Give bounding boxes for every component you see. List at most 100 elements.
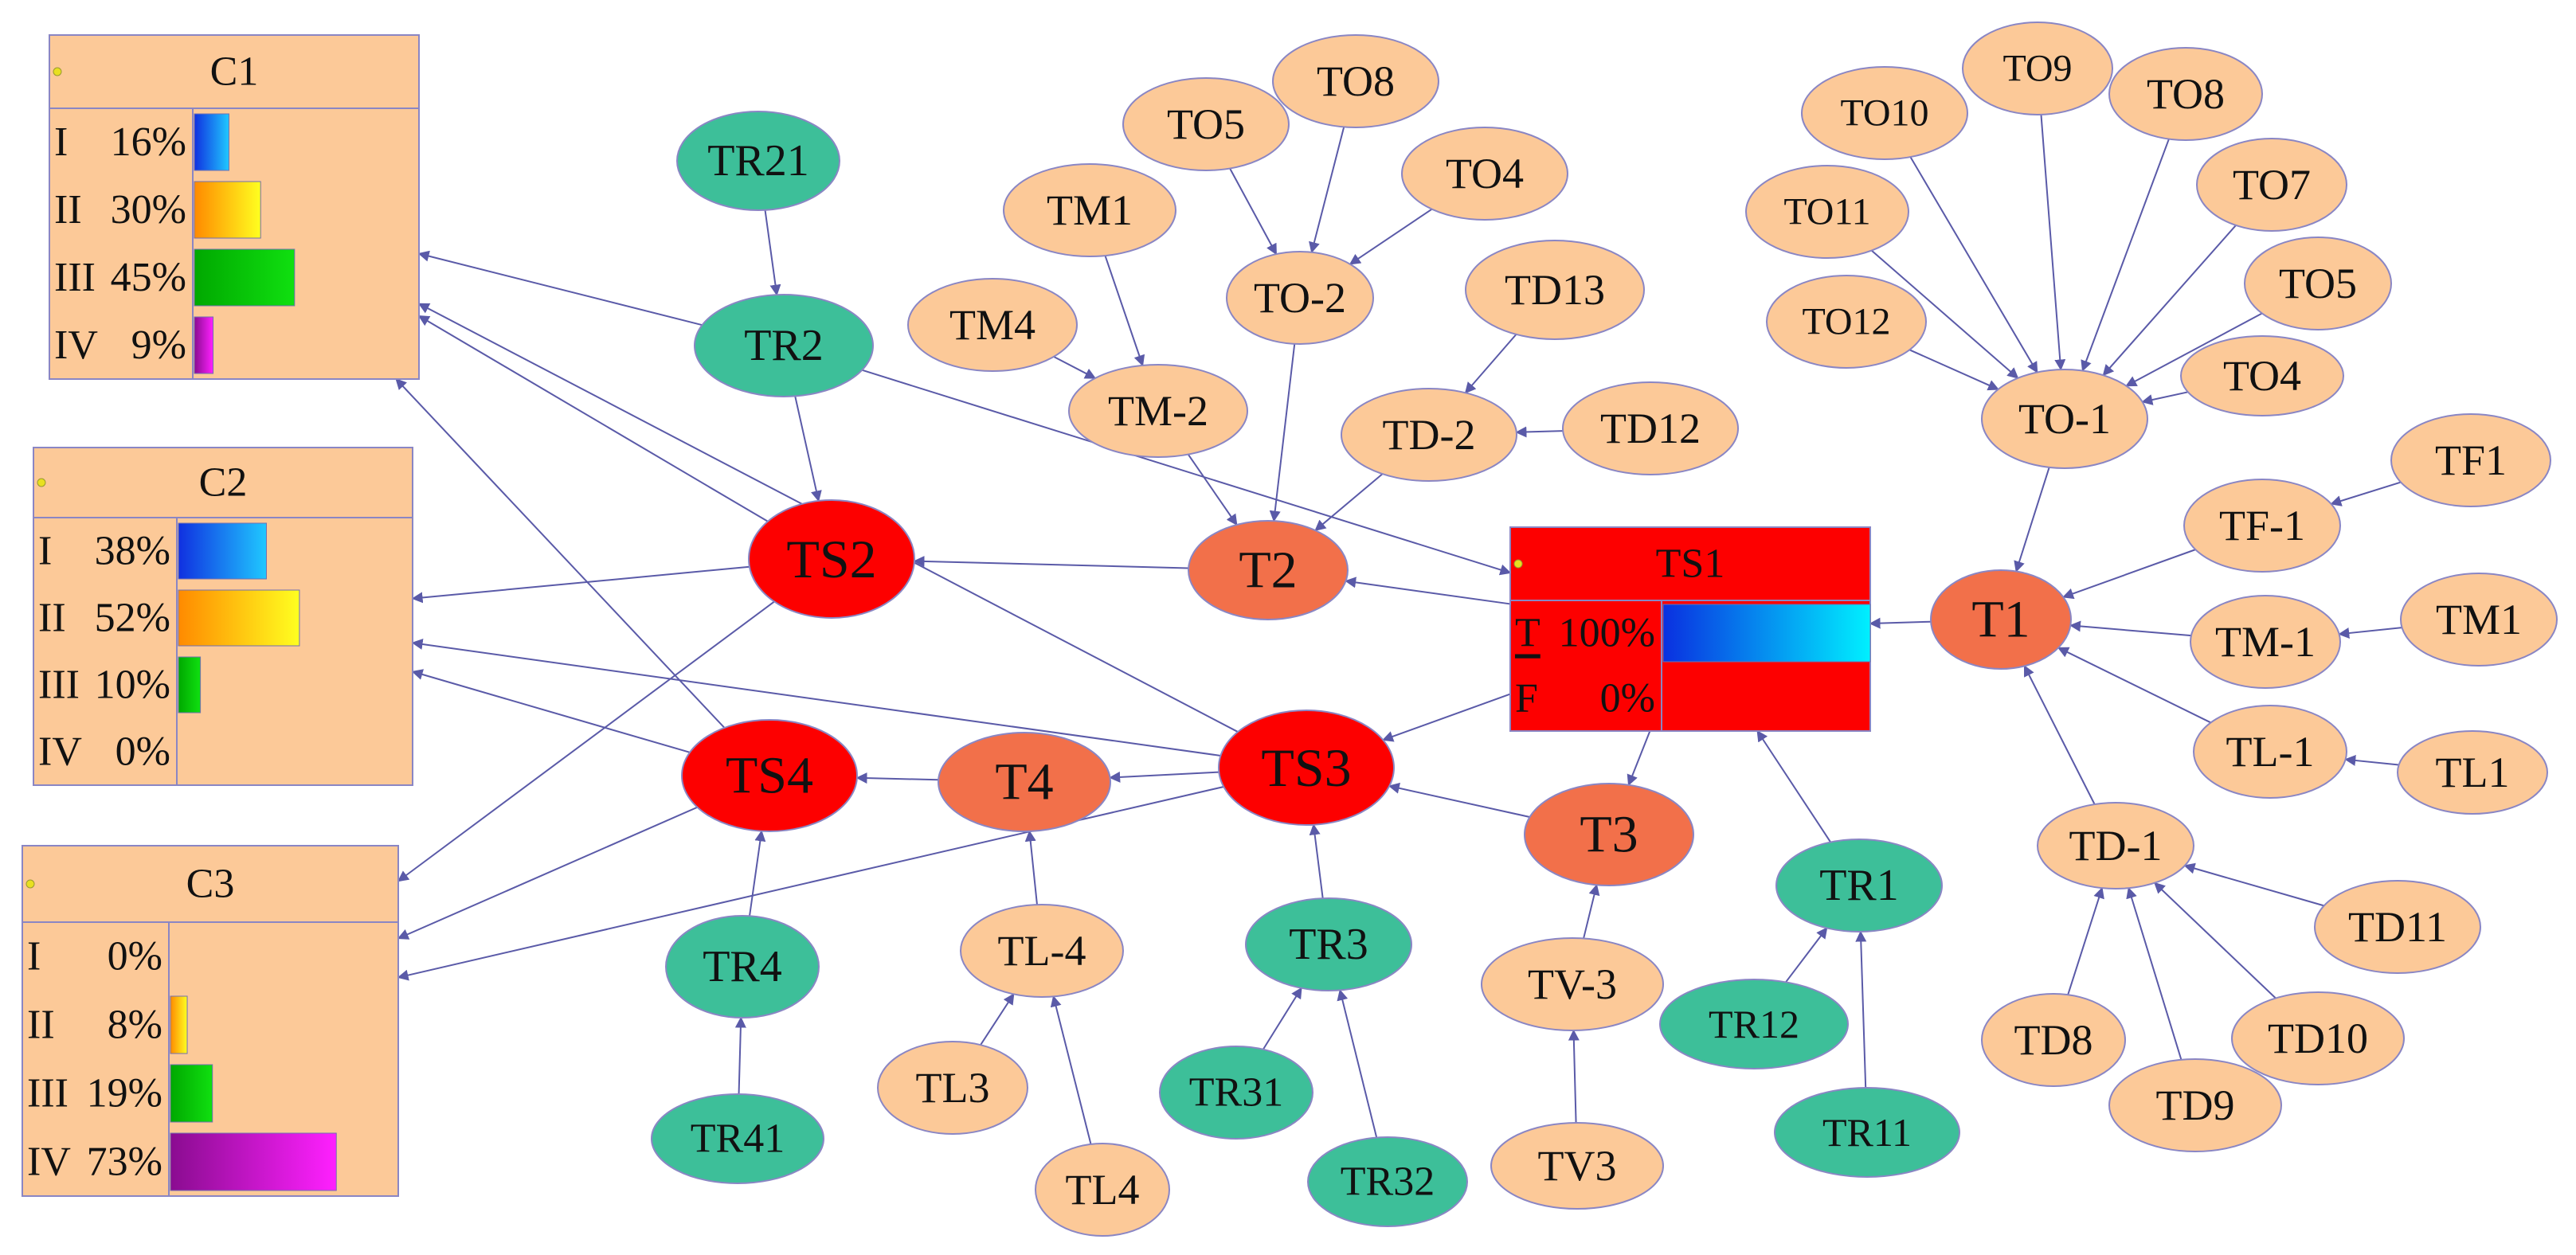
- node-tr41[interactable]: TR41: [651, 1093, 824, 1184]
- node-tl-1[interactable]: TL-1: [2193, 705, 2347, 799]
- node-tr4[interactable]: TR4: [665, 915, 820, 1018]
- node-to4b[interactable]: TO4: [2180, 335, 2344, 416]
- node-td-1[interactable]: TD-1: [2037, 802, 2194, 889]
- node-tr31[interactable]: TR31: [1159, 1046, 1313, 1140]
- probability-bar: [194, 181, 261, 239]
- box-handle-icon: [25, 879, 35, 889]
- node-shape: [1930, 569, 2072, 670]
- node-shape: [1218, 710, 1395, 826]
- node-shape: [676, 111, 840, 211]
- node-td8[interactable]: TD8: [1981, 993, 2126, 1087]
- node-tm-2[interactable]: TM-2: [1068, 364, 1248, 458]
- node-shape: [1401, 127, 1568, 221]
- node-td9[interactable]: TD9: [2108, 1058, 2282, 1152]
- node-label: T2: [1239, 541, 1297, 600]
- node-to4a[interactable]: TO4: [1401, 127, 1568, 221]
- node-label: TV-3: [1528, 960, 1617, 1008]
- node-shape: [907, 278, 1078, 372]
- node-to12[interactable]: TO12: [1766, 275, 1927, 369]
- probability-bar: [170, 995, 188, 1054]
- node-ts3[interactable]: TS3: [1218, 710, 1395, 826]
- node-label: TL-1: [2226, 728, 2315, 776]
- edge-to9-to-to-1: [2040, 114, 2066, 371]
- node-t3[interactable]: T3: [1524, 783, 1694, 886]
- node-td13[interactable]: TD13: [1465, 240, 1645, 340]
- node-to10[interactable]: TO10: [1801, 66, 1968, 160]
- state-percent: 0%: [108, 934, 162, 979]
- node-td11[interactable]: TD11: [2314, 880, 2481, 974]
- node-to-1[interactable]: TO-1: [1981, 369, 2148, 469]
- node-tf1[interactable]: TF1: [2390, 413, 2551, 507]
- node-tv-3[interactable]: TV-3: [1481, 937, 1664, 1031]
- node-td12[interactable]: TD12: [1562, 381, 1739, 475]
- node-to5a[interactable]: TO5: [1122, 77, 1290, 171]
- node-tm1a[interactable]: TM1: [1003, 163, 1176, 257]
- node-to5b[interactable]: TO5: [2244, 237, 2392, 330]
- state-label: IV: [27, 1140, 71, 1185]
- node-tl1[interactable]: TL1: [2397, 730, 2548, 815]
- edge-ts4-to-c2: [411, 669, 691, 753]
- node-tv3[interactable]: TV3: [1490, 1122, 1664, 1210]
- state-percent: 45%: [111, 255, 186, 300]
- node-label: T1: [1971, 591, 2030, 649]
- node-tr21[interactable]: TR21: [676, 111, 840, 211]
- node-to9[interactable]: TO9: [1962, 22, 2113, 115]
- node-label: T4: [995, 753, 1053, 811]
- node-shape: [1003, 163, 1176, 257]
- node-tm1b[interactable]: TM1: [2400, 573, 2558, 667]
- node-tm-1[interactable]: TM-1: [2190, 595, 2341, 689]
- node-tr1[interactable]: TR1: [1775, 839, 1943, 932]
- node-shape: [1774, 1087, 1960, 1178]
- node-tl-4[interactable]: TL-4: [960, 904, 1124, 998]
- state-label: I: [54, 119, 68, 165]
- node-label: T3: [1580, 806, 1638, 864]
- node-t4[interactable]: T4: [938, 732, 1111, 832]
- node-tr12[interactable]: TR12: [1659, 979, 1849, 1069]
- node-to8b[interactable]: TO8: [2108, 47, 2263, 141]
- state-label: III: [27, 1071, 69, 1116]
- node-t1[interactable]: T1: [1930, 569, 2072, 670]
- node-label: TD8: [2014, 1016, 2093, 1064]
- edge-td-2-to-t2: [1314, 473, 1384, 531]
- node-tr3[interactable]: TR3: [1245, 897, 1412, 991]
- node-to7[interactable]: TO7: [2196, 138, 2347, 232]
- node-label: TR3: [1289, 920, 1368, 969]
- node-tl3[interactable]: TL3: [877, 1041, 1028, 1135]
- node-label: TO-1: [2018, 395, 2111, 443]
- node-label: TM4: [949, 301, 1035, 349]
- node-to-2[interactable]: TO-2: [1226, 251, 1374, 345]
- edge-tf-1-to-t1: [2062, 549, 2196, 600]
- node-label: TM1: [2436, 596, 2522, 643]
- node-t2[interactable]: T2: [1188, 520, 1349, 620]
- node-to8a[interactable]: TO8: [1272, 34, 1439, 128]
- node-label: TF-1: [2219, 502, 2305, 549]
- node-tr11[interactable]: TR11: [1774, 1087, 1960, 1178]
- node-tr32[interactable]: TR32: [1307, 1136, 1468, 1227]
- edge-tm4-to-tm-2: [1053, 356, 1097, 379]
- node-ts4[interactable]: TS4: [681, 719, 858, 832]
- node-td-2[interactable]: TD-2: [1341, 388, 1517, 482]
- state-percent: 100%: [1559, 611, 1655, 656]
- node-td10[interactable]: TD10: [2231, 991, 2405, 1085]
- state-percent: 30%: [111, 187, 186, 233]
- node-label: TR11: [1822, 1110, 1912, 1155]
- box-handle-icon: [37, 478, 46, 487]
- node-to11[interactable]: TO11: [1745, 165, 1909, 259]
- state-label: IV: [54, 323, 98, 368]
- node-tl4[interactable]: TL4: [1035, 1143, 1170, 1237]
- node-tf-1[interactable]: TF-1: [2183, 479, 2341, 573]
- node-tm4[interactable]: TM4: [907, 278, 1078, 372]
- node-label: TO11: [1783, 191, 1870, 233]
- node-ts2[interactable]: TS2: [748, 499, 915, 619]
- node-tr2[interactable]: TR2: [694, 294, 874, 397]
